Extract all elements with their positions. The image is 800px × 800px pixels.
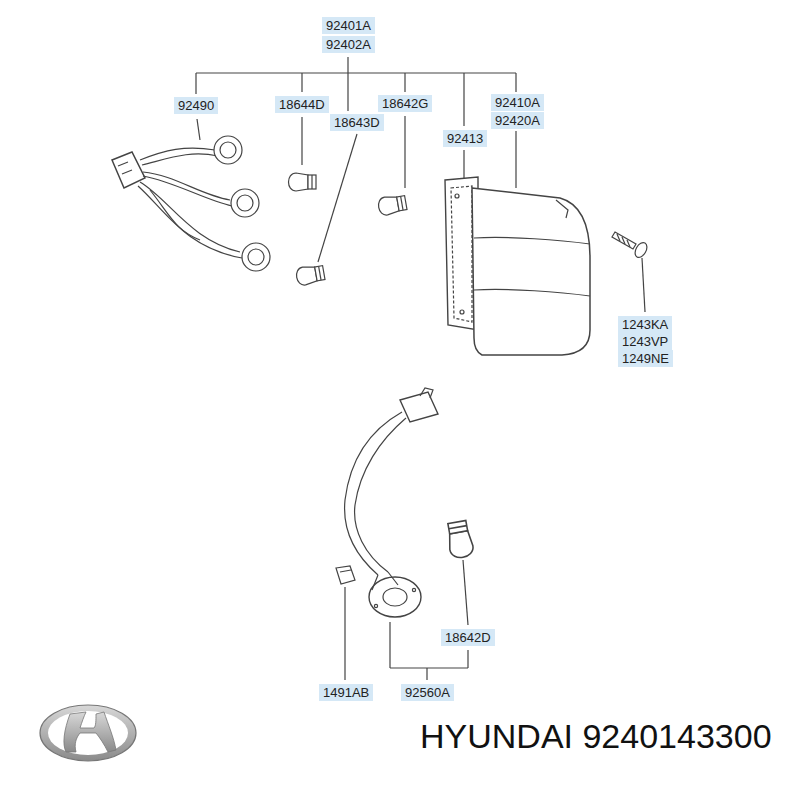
license-lamp-socket <box>374 604 377 607</box>
hyundai-logo <box>48 711 128 755</box>
wiring-harness <box>118 162 132 174</box>
callout-number: 92413 <box>443 130 487 147</box>
wiring-harness <box>150 190 200 240</box>
callout-number: 92560A <box>401 684 454 701</box>
license-lamp-socket <box>383 588 407 606</box>
license-lamp-socket <box>400 392 438 422</box>
clip <box>336 566 355 584</box>
rear-lamp <box>474 289 590 296</box>
callout-number: 18644D <box>275 96 329 113</box>
part-number: 92420A <box>491 112 544 129</box>
leader-lines <box>301 73 302 92</box>
hyundai-logo <box>64 712 116 752</box>
wiring-harness <box>214 136 242 164</box>
rear-lamp <box>460 310 464 314</box>
license-lamp-socket <box>369 577 421 617</box>
leader-lines <box>197 119 200 140</box>
leader-lines <box>344 587 345 680</box>
rear-lamp <box>474 237 590 244</box>
leader-lines <box>467 650 468 668</box>
callout-number: 1491AB <box>319 684 373 701</box>
callout-number: 1249NE <box>618 350 673 367</box>
leader-lines <box>389 622 390 668</box>
brand-part-number: HYUNDAI 9240143300 <box>420 716 772 756</box>
bulb-18642d <box>445 520 474 559</box>
callout-number: 1243VP <box>618 333 672 350</box>
leader-lines <box>515 131 516 188</box>
leader-lines <box>196 72 516 73</box>
wiring-harness <box>142 154 218 165</box>
wiring-harness <box>112 136 270 271</box>
wiring-harness <box>140 182 240 252</box>
leader-lines <box>404 116 405 188</box>
wiring-harness <box>220 142 236 158</box>
leader-lines <box>347 57 348 73</box>
license-lamp-socket <box>372 572 398 590</box>
leader-lines <box>642 258 645 312</box>
screw <box>617 234 630 247</box>
callout-number: 92490 <box>174 97 218 114</box>
screw <box>612 232 636 249</box>
leader-lines <box>347 73 348 111</box>
bulb-18643d <box>295 264 325 287</box>
rear-lamp <box>455 194 459 198</box>
hyundai-logo <box>40 705 136 761</box>
leader-lines <box>196 57 645 680</box>
leader-lines <box>463 560 468 625</box>
clip <box>340 570 351 572</box>
screw <box>612 232 649 259</box>
part-number: 92410A <box>491 94 544 111</box>
rear-lamp <box>472 188 590 355</box>
bulb-18644d <box>289 173 317 191</box>
hyundai-logo <box>40 705 136 761</box>
wiring-harness <box>248 249 264 265</box>
leader-lines <box>301 117 302 165</box>
part-number: 92401A <box>322 17 375 34</box>
leader-lines <box>318 134 357 262</box>
license-lamp-socket <box>420 388 433 398</box>
callout-number: 18642G <box>378 95 432 112</box>
rear-lamp <box>556 200 568 218</box>
license-lamp-socket <box>345 388 438 617</box>
leader-lines <box>463 73 464 126</box>
wiring-harness <box>242 243 270 271</box>
clip <box>336 566 355 584</box>
leader-lines <box>515 73 516 92</box>
bulb-18642g <box>377 194 407 217</box>
leader-lines <box>390 667 468 668</box>
screw <box>633 241 650 260</box>
leader-lines <box>195 73 196 94</box>
wiring-harness <box>231 189 259 217</box>
rear-lamp <box>445 177 590 355</box>
wiring-harness <box>143 176 232 206</box>
license-lamp-socket <box>345 412 402 575</box>
wiring-harness <box>143 172 230 200</box>
callout-number: 18643D <box>330 114 384 131</box>
wiring-harness <box>138 186 242 258</box>
callout-number: 18642D <box>441 629 495 646</box>
part-number: 92402A <box>322 36 375 53</box>
license-lamp-socket <box>355 418 406 572</box>
license-lamp-socket <box>412 588 415 591</box>
leader-lines <box>426 668 427 680</box>
rear-lamp <box>451 186 472 322</box>
leader-lines <box>404 73 405 92</box>
callout-number: 1243KA <box>618 316 672 333</box>
wiring-harness <box>237 195 253 211</box>
